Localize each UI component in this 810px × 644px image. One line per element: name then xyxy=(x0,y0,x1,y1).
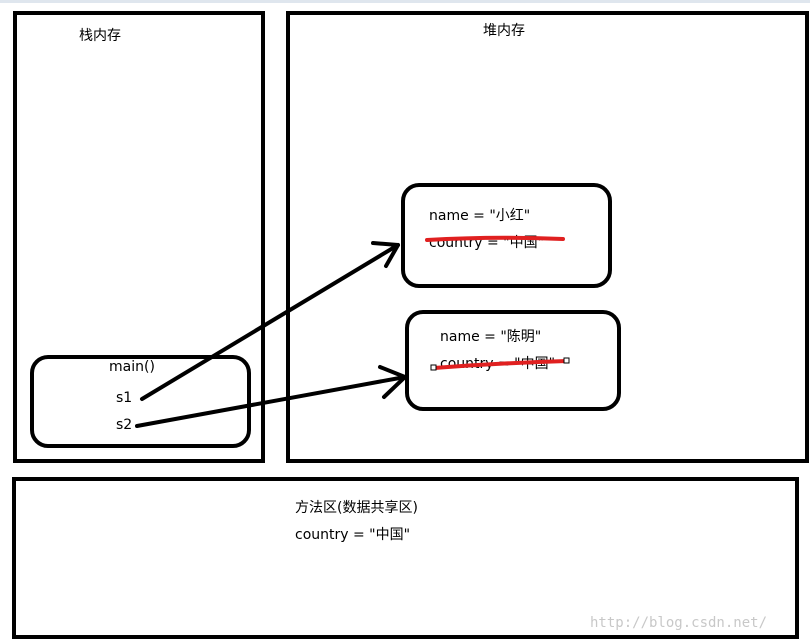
reference-arrow-s2 xyxy=(135,365,407,428)
strike-through-object-2 xyxy=(430,357,570,371)
var-s2: s2 xyxy=(116,417,133,433)
watermark-text: http://blog.csdn.net/ xyxy=(590,615,768,631)
stack-memory-title: 栈内存 xyxy=(79,28,121,44)
heap-object-1-name: name = "小红" xyxy=(429,208,531,224)
method-area-country: country = "中国" xyxy=(295,527,411,543)
heap-object-2 xyxy=(405,310,621,411)
heap-memory-title: 堆内存 xyxy=(483,23,525,39)
top-border-line xyxy=(0,0,810,3)
var-s1: s1 xyxy=(116,390,133,406)
heap-object-2-name: name = "陈明" xyxy=(440,329,542,345)
strike-through-object-1 xyxy=(425,235,565,242)
main-stack-frame xyxy=(30,355,251,448)
method-area-title: 方法区(数据共享区) xyxy=(295,500,418,516)
heap-object-1 xyxy=(401,183,612,288)
method-area-region xyxy=(12,477,799,639)
main-frame-title: main() xyxy=(109,359,155,375)
reference-arrow-s1 xyxy=(140,241,400,401)
